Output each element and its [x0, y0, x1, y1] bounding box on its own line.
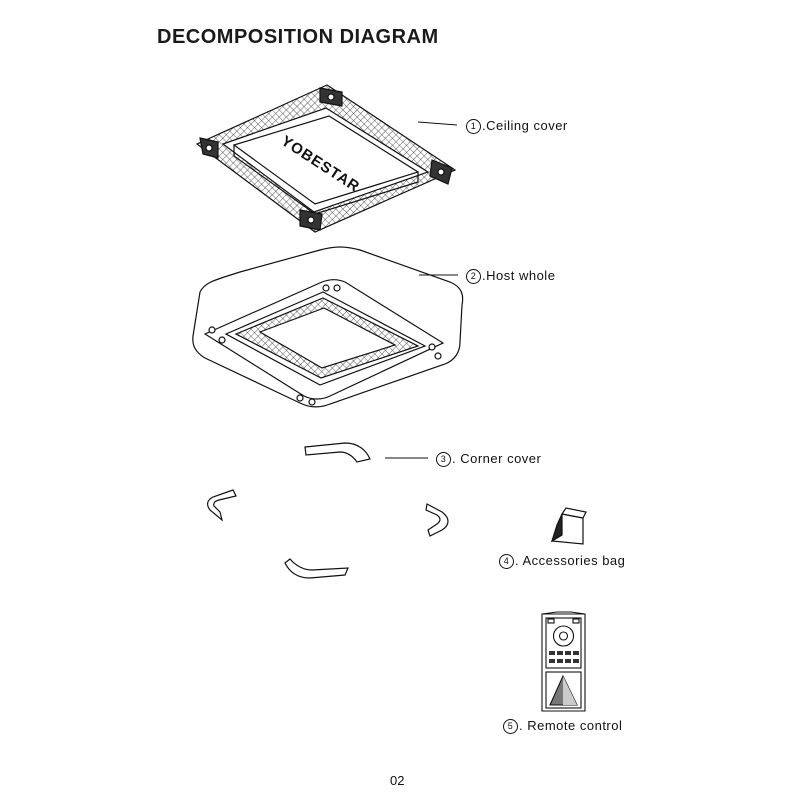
part-number-5: 5 [503, 719, 518, 734]
ceiling-cover-drawing [195, 84, 457, 233]
part-number-1: 1 [466, 119, 481, 134]
host-whole-drawing [192, 246, 464, 408]
part-name: .Ceiling cover [482, 118, 568, 133]
page-number: 02 [390, 773, 405, 788]
part-label-ceiling-cover: 1.Ceiling cover [466, 118, 568, 134]
remote-control-drawing [541, 611, 586, 712]
corner-covers-drawing [207, 442, 449, 579]
part-name: . Accessories bag [515, 553, 626, 568]
part-name: . Corner cover [452, 451, 542, 466]
part-number-2: 2 [466, 269, 481, 284]
part-number-4: 4 [499, 554, 514, 569]
part-label-remote-control: 5. Remote control [503, 718, 622, 734]
accessories-bag-drawing [550, 507, 587, 545]
part-label-corner-cover: 3. Corner cover [436, 451, 541, 467]
page-title: DECOMPOSITION DIAGRAM [157, 26, 439, 48]
part-name: . Remote control [519, 718, 623, 733]
part-name: .Host whole [482, 268, 556, 283]
ceiling-cover-leader-line [417, 121, 458, 126]
part-number-3: 3 [436, 452, 451, 467]
part-label-accessories-bag: 4. Accessories bag [499, 553, 625, 569]
part-label-host-whole: 2.Host whole [466, 268, 555, 284]
